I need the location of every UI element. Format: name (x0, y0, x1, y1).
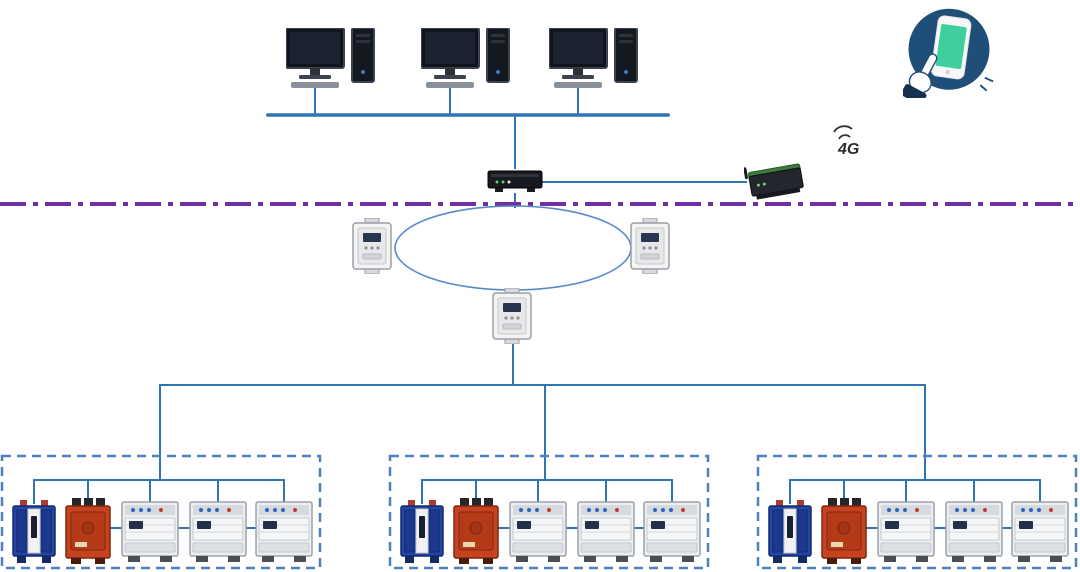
fiber-ring (394, 205, 632, 291)
ring-substation-bottom (492, 288, 532, 344)
group-2-starter-red (453, 498, 499, 564)
group-3-protection-device-blue (768, 500, 812, 564)
monitoring-workstation-3 (549, 28, 638, 89)
equipment-group-2-boundary (388, 454, 710, 570)
group-3-combination-switch-1 (877, 501, 935, 562)
group-1-combination-switch-2 (189, 501, 247, 562)
group-1-protection-device-blue (12, 500, 56, 564)
mobile-phone-access-icon (903, 7, 995, 98)
group-1-starter-red (65, 498, 111, 564)
network-links (33, 83, 1041, 529)
equipment-group-3-boundary (756, 454, 1078, 570)
monitoring-workstation-2 (421, 28, 510, 89)
signal-arc-inner-icon (838, 134, 851, 140)
group-2-combination-switch-2 (577, 501, 635, 562)
ring-substation-left (352, 218, 392, 274)
equipment-group-1-boundary (0, 454, 322, 570)
group-3-combination-switch-2 (945, 501, 1003, 562)
wireless-4g-label: 4G (837, 141, 859, 158)
group-2-combination-switch-3 (643, 501, 701, 562)
4g-router (744, 160, 805, 202)
group-2-combination-switch-1 (509, 501, 567, 562)
group-3-combination-switch-3 (1011, 501, 1069, 562)
group-1-combination-switch-1 (121, 501, 179, 562)
monitoring-workstation-1 (286, 28, 375, 89)
4g-signal: 4G (833, 125, 859, 158)
ring-substation-right (630, 218, 670, 274)
group-2-protection-device-blue (400, 500, 444, 564)
ethernet-switch (487, 170, 543, 193)
group-1-combination-switch-3 (255, 501, 313, 562)
signal-arc-outer-icon (833, 125, 853, 133)
group-3-starter-red (821, 498, 867, 564)
